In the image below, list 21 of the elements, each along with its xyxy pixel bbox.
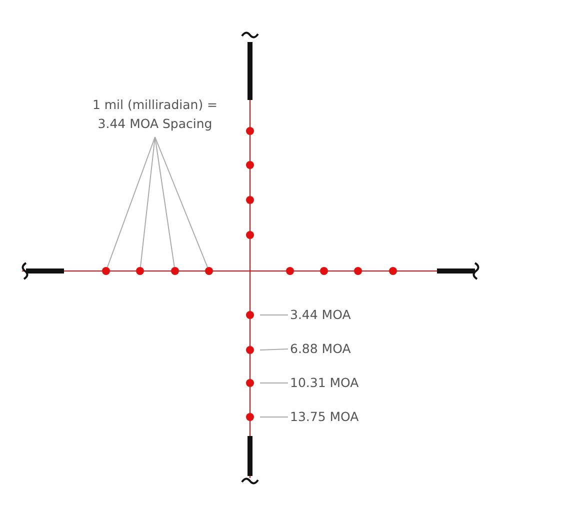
reticle-dot: [205, 267, 213, 275]
leader-line: [154, 136, 208, 268]
leader-line: [260, 348, 288, 350]
leader-line: [260, 416, 288, 418]
leader-line: [140, 136, 156, 268]
measurement-label: 6.88 MOA: [290, 339, 390, 358]
measurement-label: 10.31 MOA: [290, 373, 390, 392]
reticle-dot: [246, 413, 254, 421]
reticle-dot: [246, 311, 254, 319]
leader-line: [154, 136, 175, 268]
reticle-dot: [246, 379, 254, 387]
leader-line: [106, 136, 156, 268]
measurement-label: 3.44 MOA: [290, 305, 390, 324]
measurement-label: 13.75 MOA: [290, 407, 390, 426]
reticle-dot: [136, 267, 144, 275]
leader-line: [260, 314, 288, 316]
reticle-dot: [102, 267, 110, 275]
reticle-dot: [246, 346, 254, 354]
reticle-dot: [171, 267, 179, 275]
leader-callout-text: 1 mil (milliradian) = 3.44 MOA Spacing: [80, 95, 230, 133]
leader-line: [260, 382, 288, 384]
